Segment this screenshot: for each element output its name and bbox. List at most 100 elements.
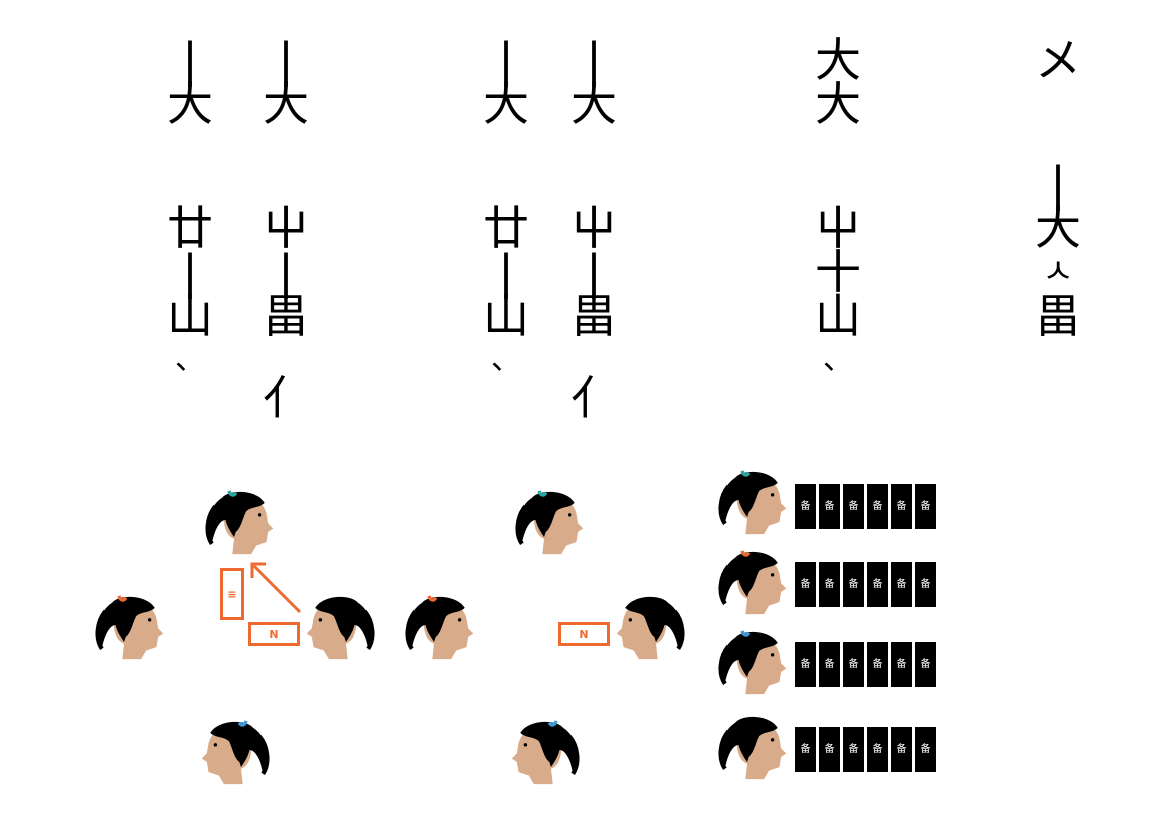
- player-bottom-avatar: [510, 715, 580, 790]
- glyph: 亻: [263, 371, 309, 425]
- glyph: |: [278, 33, 294, 87]
- glyph: 廿: [483, 201, 529, 255]
- hand-card[interactable]: 备: [891, 484, 912, 529]
- card-glyph: 备: [824, 579, 835, 590]
- card-glyph: 备: [920, 579, 931, 590]
- hand-card[interactable]: 备: [915, 562, 936, 607]
- hand-card[interactable]: 备: [795, 484, 816, 529]
- discard-tile-horizontal: N: [248, 622, 300, 646]
- glyph: 山: [815, 289, 861, 343]
- player-left-avatar: [95, 590, 165, 665]
- glyph: 大: [263, 77, 309, 131]
- glyph: |: [586, 33, 602, 87]
- hand-card[interactable]: 备: [819, 484, 840, 529]
- player-3-avatar: [718, 625, 788, 700]
- glyph: 山: [483, 289, 529, 343]
- glyph: 畕: [263, 289, 309, 343]
- hand-card[interactable]: 备: [915, 727, 936, 772]
- player-4-avatar: [718, 710, 788, 785]
- player-2-avatar: [718, 545, 788, 620]
- card-glyph: 备: [824, 659, 835, 670]
- card-glyph: 备: [920, 744, 931, 755]
- card-glyph: 备: [824, 744, 835, 755]
- card-glyph: 备: [800, 744, 811, 755]
- card-glyph: 备: [896, 659, 907, 670]
- glyph: 畕: [1035, 289, 1081, 343]
- hand-card[interactable]: 备: [843, 562, 864, 607]
- glyph: 、: [823, 342, 853, 377]
- card-glyph: 备: [920, 501, 931, 512]
- hand-row-4: 备备备备备备: [795, 727, 936, 772]
- player-bottom-avatar: [200, 715, 270, 790]
- glyph: 大: [483, 77, 529, 131]
- card-glyph: 备: [848, 579, 859, 590]
- glyph: 亻: [571, 371, 617, 425]
- glyph: |: [182, 33, 198, 87]
- column-5: 大 大 屮 十 山 、: [814, 33, 862, 382]
- glyph: 山: [167, 289, 213, 343]
- glyph: 畕: [571, 289, 617, 343]
- card-glyph: 备: [896, 579, 907, 590]
- glyph: 大: [1035, 201, 1081, 255]
- hand-card[interactable]: 备: [843, 484, 864, 529]
- hand-card[interactable]: 备: [915, 484, 936, 529]
- card-glyph: 备: [848, 501, 859, 512]
- hand-card[interactable]: 备: [891, 727, 912, 772]
- card-glyph: 备: [848, 659, 859, 670]
- glyph: |: [278, 245, 294, 299]
- card-glyph: 备: [872, 659, 883, 670]
- card-glyph: 备: [872, 744, 883, 755]
- glyph: |: [498, 33, 514, 87]
- card-glyph: 备: [800, 659, 811, 670]
- hand-card[interactable]: 备: [867, 562, 888, 607]
- player-top-left-avatar: [205, 485, 275, 560]
- hand-card[interactable]: 备: [819, 727, 840, 772]
- card-glyph: 备: [896, 744, 907, 755]
- hand-card[interactable]: 备: [795, 727, 816, 772]
- glyph: 大: [571, 77, 617, 131]
- player-right-avatar: [305, 590, 375, 665]
- glyph: |: [1050, 157, 1066, 211]
- hand-card[interactable]: 备: [915, 642, 936, 687]
- column-4: | 大 屮 | 畕 亻: [570, 33, 618, 425]
- hand-card[interactable]: 备: [795, 642, 816, 687]
- glyph: 大: [815, 77, 861, 131]
- discard-tile-vertical: ≡: [220, 568, 244, 620]
- glyph: 、: [175, 342, 205, 377]
- hand-card[interactable]: 备: [843, 727, 864, 772]
- pass-arrow-icon: [250, 562, 302, 614]
- player-1-avatar: [718, 465, 788, 540]
- glyph: メ: [1035, 33, 1081, 87]
- hand-card[interactable]: 备: [867, 484, 888, 529]
- hand-card[interactable]: 备: [867, 642, 888, 687]
- card-glyph: 备: [824, 501, 835, 512]
- hand-card[interactable]: 备: [891, 562, 912, 607]
- glyph: 、: [491, 342, 521, 377]
- column-3: | 大 廿 | 山 、: [482, 33, 530, 382]
- card-glyph: 备: [872, 501, 883, 512]
- glyph: 屮: [815, 201, 861, 255]
- hand-row-2: 备备备备备备: [795, 562, 936, 607]
- glyph: 屮: [571, 201, 617, 255]
- hand-card[interactable]: 备: [843, 642, 864, 687]
- discard-tile-horizontal: N: [558, 622, 610, 646]
- column-6: メ | 大 ㅅ 畕: [1034, 33, 1082, 343]
- player-right-avatar: [615, 590, 685, 665]
- hand-row-1: 备备备备备备: [795, 484, 936, 529]
- glyph: |: [586, 245, 602, 299]
- column-2: | 大 屮 | 畕 亻: [262, 33, 310, 425]
- hand-card[interactable]: 备: [819, 642, 840, 687]
- glyph: |: [498, 245, 514, 299]
- card-glyph: 备: [920, 659, 931, 670]
- player-top-left-avatar: [515, 485, 585, 560]
- glyph: 大: [167, 77, 213, 131]
- hand-card[interactable]: 备: [819, 562, 840, 607]
- hand-card[interactable]: 备: [867, 727, 888, 772]
- glyph: 大: [815, 33, 861, 87]
- card-glyph: 备: [848, 744, 859, 755]
- hand-card[interactable]: 备: [795, 562, 816, 607]
- player-left-avatar: [405, 590, 475, 665]
- hand-card[interactable]: 备: [891, 642, 912, 687]
- glyph: 廿: [167, 201, 213, 255]
